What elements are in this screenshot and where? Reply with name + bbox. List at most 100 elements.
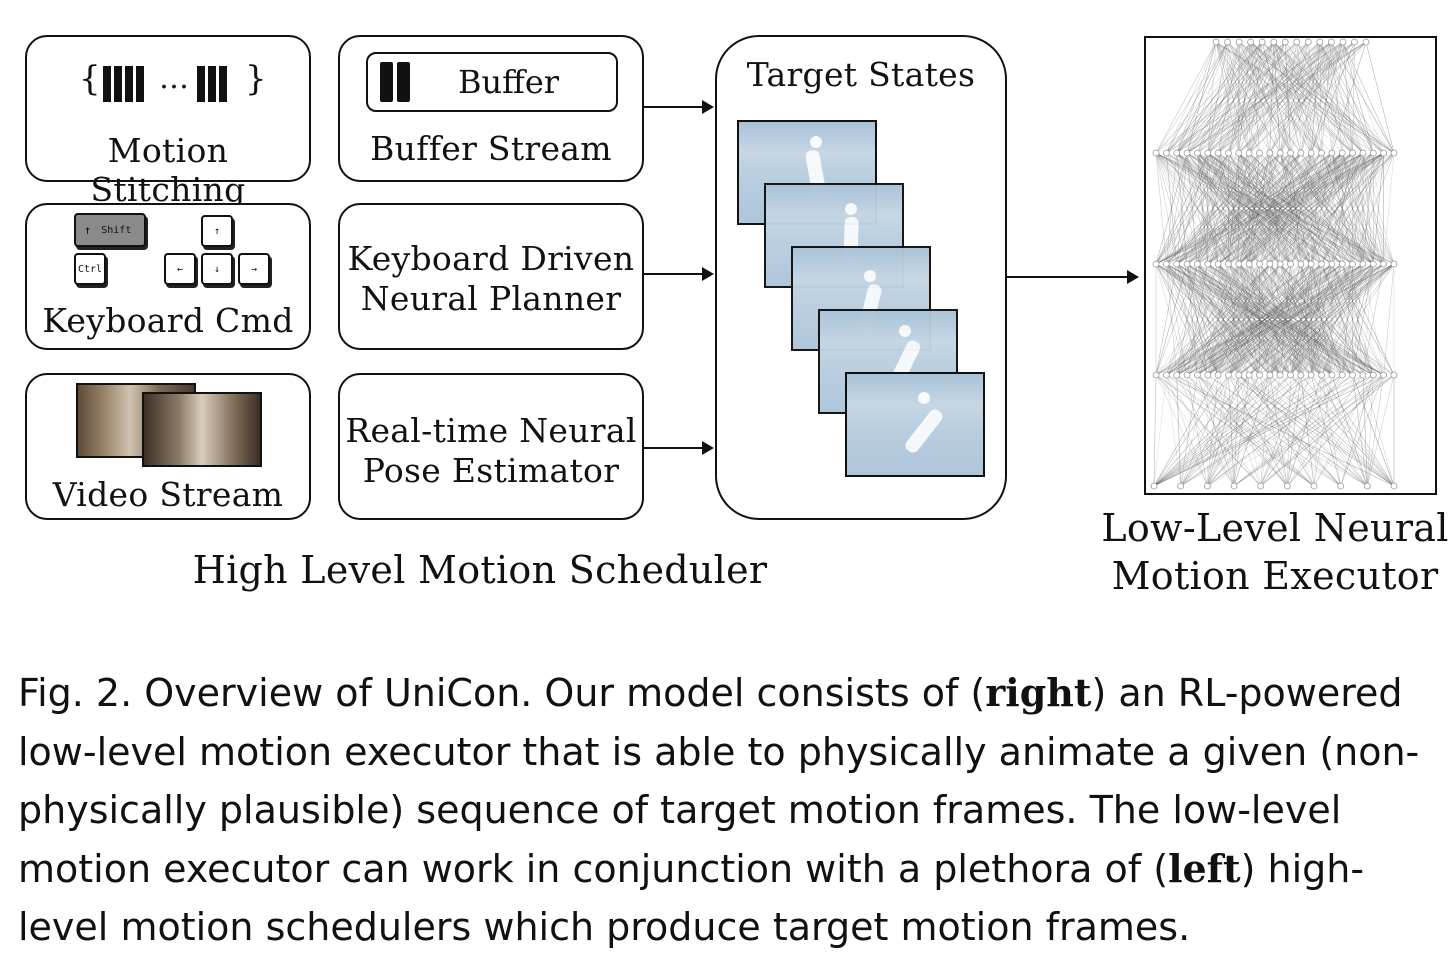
network-node	[1277, 150, 1283, 156]
network-node	[1246, 372, 1252, 378]
keyboard-planner-line2: Neural Planner	[340, 279, 642, 318]
network-node	[1328, 39, 1334, 45]
pose-estimator-line2: Pose Estimator	[340, 451, 642, 490]
network-node	[1215, 372, 1221, 378]
up-arrow-key-icon: ↑	[201, 215, 233, 247]
network-node	[1288, 150, 1294, 156]
network-node	[1256, 150, 1262, 156]
network-node	[1329, 261, 1335, 267]
keyboard-cmd-box: ↑Shift Ctrl ↑ ← ↓ → Keyboard Cmd	[25, 203, 311, 350]
network-node	[1319, 150, 1325, 156]
network-node	[1329, 372, 1335, 378]
keyboard-cmd-label: Keyboard Cmd	[27, 301, 309, 340]
stitch-bar-icon	[125, 66, 133, 102]
pose-estimator-line1: Real-time Neural	[340, 411, 642, 450]
pose-estimator-box: Real-time Neural Pose Estimator	[338, 373, 644, 520]
network-node	[1215, 261, 1221, 267]
network-node	[1151, 483, 1157, 489]
stitch-bar-icon	[219, 66, 227, 102]
character-head-icon	[918, 392, 930, 404]
network-node	[1339, 372, 1345, 378]
stitch-bar-icon	[208, 66, 216, 102]
network-node	[1370, 150, 1376, 156]
network-node	[1259, 39, 1265, 45]
network-node	[1225, 261, 1231, 267]
stitch-bar-icon	[114, 66, 122, 102]
network-node	[1225, 372, 1231, 378]
network-node	[1194, 372, 1200, 378]
motion-stitching-box: { … } Motion Stitching	[25, 35, 311, 182]
network-node	[1298, 261, 1304, 267]
target-states-box: Target States	[715, 35, 1007, 520]
arrow-pose-to-target	[644, 447, 712, 449]
caption-bold-left: left	[1168, 846, 1241, 891]
network-node	[1298, 372, 1304, 378]
network-node	[1256, 372, 1262, 378]
stitch-bar-icon	[197, 66, 205, 102]
network-node	[1236, 261, 1242, 267]
buffer-stream-label: Buffer Stream	[340, 129, 642, 168]
network-node	[1194, 150, 1200, 156]
network-node	[1277, 261, 1283, 267]
network-node	[1163, 372, 1169, 378]
video-stream-label: Video Stream	[27, 475, 309, 514]
caption-prefix: Fig. 2.	[18, 671, 132, 715]
network-edges	[1154, 375, 1394, 486]
network-node	[1350, 150, 1356, 156]
network-node	[1204, 483, 1210, 489]
network-node	[1215, 150, 1221, 156]
figure-caption: Fig. 2. Overview of UniCon. Our model co…	[18, 664, 1443, 957]
target-frame-image	[845, 372, 985, 477]
right-arrow-key-icon: →	[238, 253, 270, 285]
network-node	[1308, 372, 1314, 378]
network-node	[1271, 39, 1277, 45]
network-node	[1360, 261, 1366, 267]
left-arrow-key-icon: ←	[164, 253, 196, 285]
network-node	[1360, 372, 1366, 378]
video-frame-image	[142, 392, 262, 467]
network-node	[1246, 261, 1252, 267]
network-node	[1267, 150, 1273, 156]
network-node	[1317, 39, 1323, 45]
network-node	[1225, 150, 1231, 156]
stitch-bar-icon	[103, 66, 111, 102]
keyboard-planner-line1: Keyboard Driven	[340, 239, 642, 278]
network-node	[1288, 261, 1294, 267]
network-node	[1340, 39, 1346, 45]
network-node	[1205, 261, 1211, 267]
network-node	[1339, 261, 1345, 267]
network-node	[1288, 372, 1294, 378]
stitch-symbol: { … }	[79, 59, 259, 109]
character-head-icon	[845, 203, 857, 215]
target-states-label: Target States	[717, 55, 1005, 94]
network-node	[1370, 372, 1376, 378]
network-node	[1370, 261, 1376, 267]
network-node	[1338, 483, 1344, 489]
shift-key-icon: ↑Shift	[74, 213, 146, 247]
network-node	[1258, 483, 1264, 489]
network-node	[1231, 483, 1237, 489]
network-node	[1153, 150, 1159, 156]
network-node	[1163, 261, 1169, 267]
network-edges	[1156, 42, 1394, 153]
buffer-label: Buffer	[458, 63, 559, 101]
arrow-target-to-executor	[1007, 276, 1137, 278]
network-node	[1236, 39, 1242, 45]
network-node	[1277, 372, 1283, 378]
network-node	[1284, 483, 1290, 489]
network-node	[1256, 261, 1262, 267]
network-edges	[1156, 264, 1394, 375]
network-node	[1319, 372, 1325, 378]
network-node	[1178, 483, 1184, 489]
network-node	[1248, 39, 1254, 45]
network-node	[1213, 39, 1219, 45]
network-node	[1184, 372, 1190, 378]
network-node	[1391, 483, 1397, 489]
network-node	[1267, 261, 1273, 267]
network-node	[1311, 483, 1317, 489]
buffer-stream-box: Buffer Buffer Stream	[338, 35, 644, 182]
low-level-label-line2: Motion Executor	[1100, 554, 1450, 598]
network-node	[1246, 150, 1252, 156]
network-node	[1381, 261, 1387, 267]
network-node	[1360, 150, 1366, 156]
